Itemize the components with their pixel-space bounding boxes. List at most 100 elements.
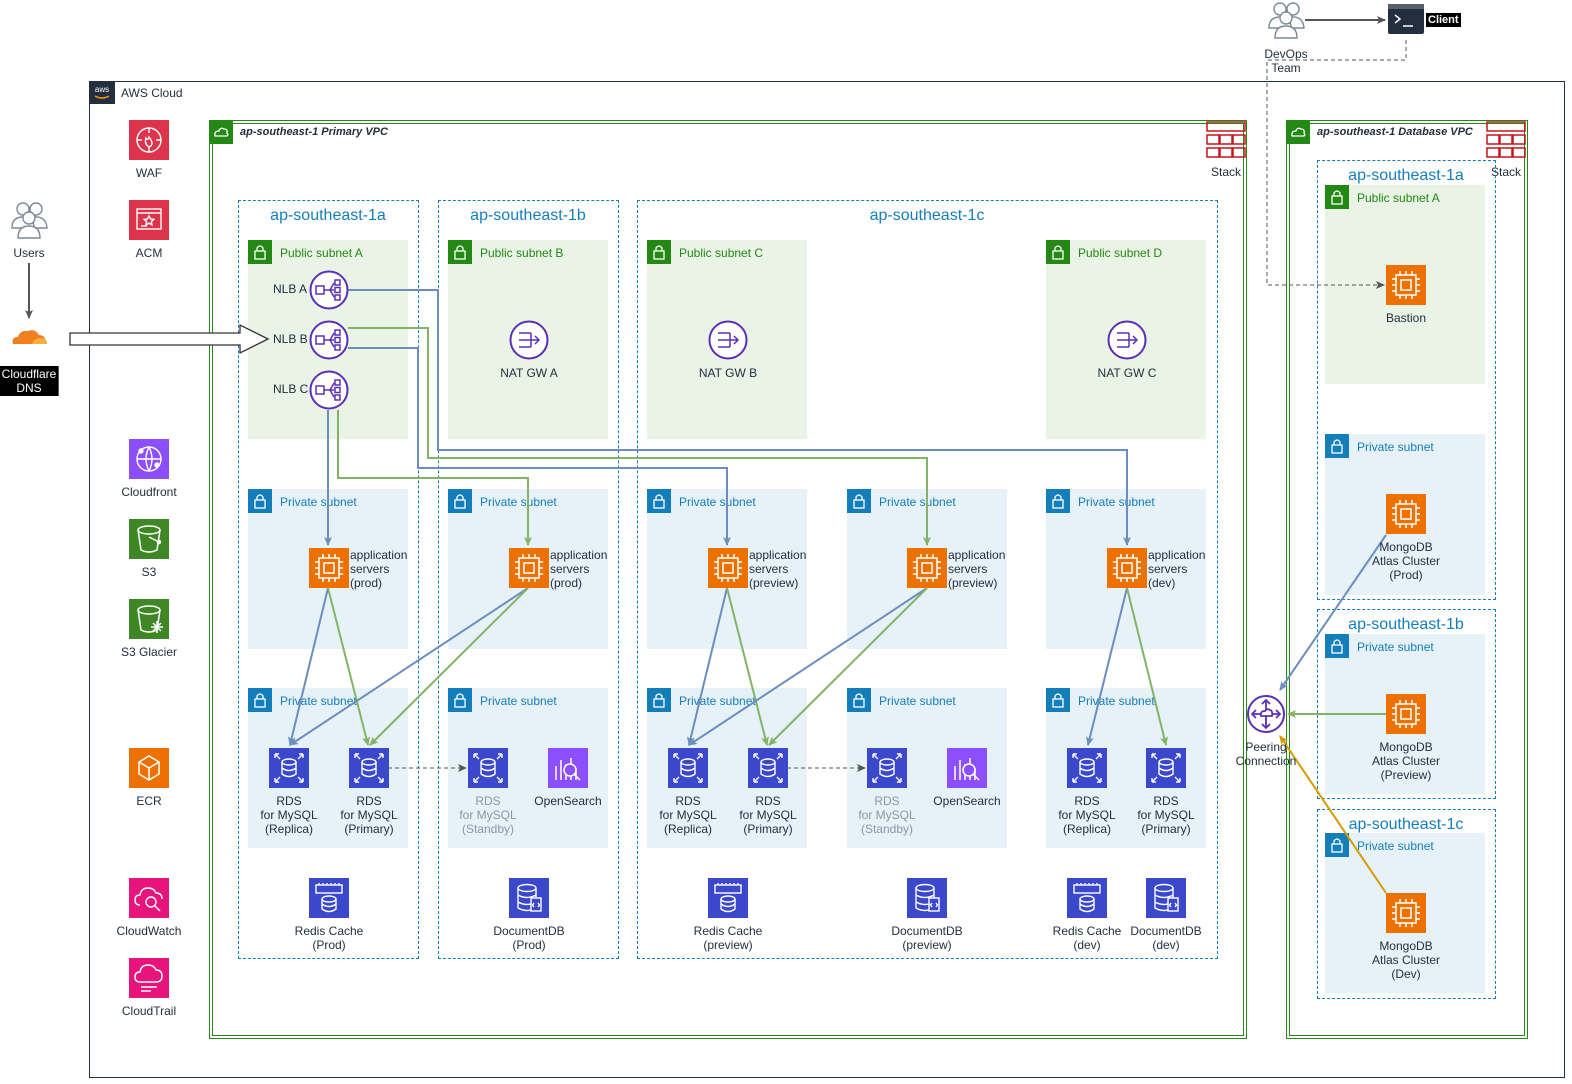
aws-cloud-label: AWS Cloud: [121, 86, 183, 100]
lock-icon: [847, 688, 871, 712]
waf-label: WAF: [135, 166, 163, 180]
nlb-label: NLB A: [273, 282, 308, 296]
app-servers-label: application servers (preview): [948, 548, 1006, 590]
aws-cloud-group: [89, 81, 1565, 1078]
documentdb-label: DocumentDB (preview): [891, 924, 963, 952]
nat-gateway-icon: [1107, 320, 1147, 360]
bastion-icon: [1386, 265, 1426, 305]
rds-icon: [867, 748, 907, 788]
stack-label: Stack: [1211, 165, 1242, 179]
rds-icon: [668, 748, 708, 788]
elasticache-icon: [309, 878, 349, 918]
documentdb-icon: [1146, 878, 1186, 918]
rds-icon: [269, 748, 309, 788]
documentdb-label: DocumentDB (dev): [1130, 924, 1202, 952]
mongodb-prod-icon: [1386, 494, 1426, 534]
subnet-title: Private subnet: [480, 495, 557, 509]
rds-icon: [1146, 748, 1186, 788]
az-title: ap-southeast-1a: [270, 207, 386, 224]
database-vpc: [1286, 120, 1528, 1039]
subnet-title: Public subnet B: [480, 246, 564, 260]
subnet-title: Private subnet: [879, 694, 956, 708]
rds-label: RDS for MySQL (Standby): [858, 794, 916, 836]
s3-icon: [129, 519, 169, 559]
lock-icon: [1325, 833, 1349, 857]
rds-label: RDS for MySQL (Standby): [459, 794, 517, 836]
mongodb-dev-icon: [1386, 893, 1426, 933]
rds-icon: [349, 748, 389, 788]
stack-icon: [1206, 121, 1246, 162]
mongodb-dev-label: MongoDB Atlas Cluster (Dev): [1371, 939, 1441, 981]
lock-icon: [1046, 240, 1070, 264]
lock-icon: [1046, 688, 1070, 712]
nat-gateway-icon: [708, 320, 748, 360]
app-servers-label: application servers (preview): [749, 548, 807, 590]
documentdb-icon: [509, 878, 549, 918]
opensearch-icon: [548, 748, 588, 788]
vpc-icon: [209, 120, 233, 144]
cloudfront-icon: [129, 439, 169, 479]
ecr-icon: [129, 748, 169, 788]
app-servers-label: application servers (dev): [1148, 548, 1206, 590]
subnet-title: Private subnet: [280, 495, 357, 509]
redis-label: Redis Cache (preview): [693, 924, 763, 952]
ec2-icon: [907, 548, 947, 588]
rds-label: RDS for MySQL (Primary): [739, 794, 797, 836]
nat-gateway-label: NAT GW B: [698, 366, 758, 380]
client-label: Client: [1426, 13, 1461, 27]
lock-icon: [1046, 489, 1070, 513]
lock-icon: [448, 240, 472, 264]
lock-icon: [448, 489, 472, 513]
redis-label: Redis Cache (dev): [1052, 924, 1122, 952]
rds-label: RDS for MySQL (Primary): [340, 794, 398, 836]
load-balancer-icon: [309, 370, 349, 410]
primary-vpc: [209, 120, 1247, 1039]
app-servers-label: application servers (prod): [350, 548, 408, 590]
az-1a: [238, 200, 419, 959]
subnet-title: Private subnet: [1357, 640, 1434, 654]
cloudwatch-label: CloudWatch: [116, 924, 182, 938]
ec2-icon: [309, 548, 349, 588]
acm-label: ACM: [135, 246, 163, 260]
subnet-title: Public subnet A: [280, 246, 363, 260]
rds-icon: [748, 748, 788, 788]
cloudfront-label: Cloudfront: [121, 485, 177, 499]
nlb-label: NLB B: [273, 332, 308, 346]
s3-glacier-icon: [129, 599, 169, 639]
mongodb-preview-icon: [1386, 694, 1426, 734]
lock-icon: [248, 489, 272, 513]
s3-label: S3: [141, 565, 157, 579]
subnet-title: Private subnet: [1078, 495, 1155, 509]
mongodb-prod-label: MongoDB Atlas Cluster (Prod): [1371, 540, 1441, 582]
lock-icon: [647, 489, 671, 513]
terminal-icon: [1388, 4, 1424, 37]
subnet-title: Public subnet D: [1078, 246, 1163, 260]
users-icon: [8, 198, 50, 243]
az-1c: [637, 200, 1218, 959]
opensearch-icon: [947, 748, 987, 788]
subnet-title: Private subnet: [879, 495, 956, 509]
svg-text:aws: aws: [95, 85, 109, 94]
load-balancer-icon: [309, 270, 349, 310]
rds-label: RDS for MySQL (Replica): [260, 794, 318, 836]
cloudtrail-label: CloudTrail: [121, 1004, 177, 1018]
vpc-icon: [1286, 120, 1310, 144]
az-title: ap-southeast-1a: [1348, 167, 1464, 184]
load-balancer-icon: [309, 320, 349, 360]
nat-gateway-icon: [509, 320, 549, 360]
ec2-icon: [1107, 548, 1147, 588]
az-title: ap-southeast-1b: [1348, 616, 1464, 633]
cloudflare-label: Cloudflare DNS: [0, 366, 59, 396]
rds-label: RDS for MySQL (Primary): [1137, 794, 1195, 836]
bastion-label: Bastion: [1385, 311, 1427, 325]
stack-label: Stack: [1491, 165, 1522, 179]
rds-label: RDS for MySQL (Replica): [659, 794, 717, 836]
az-title: ap-southeast-1b: [470, 207, 586, 224]
az-title: ap-southeast-1c: [1348, 816, 1464, 833]
lock-icon: [1325, 634, 1349, 658]
stack-icon: [1486, 121, 1526, 162]
lock-icon: [248, 240, 272, 264]
cloudflare-icon: [10, 326, 48, 349]
database-vpc-title: ap-southeast-1 Database VPC: [1317, 126, 1473, 138]
